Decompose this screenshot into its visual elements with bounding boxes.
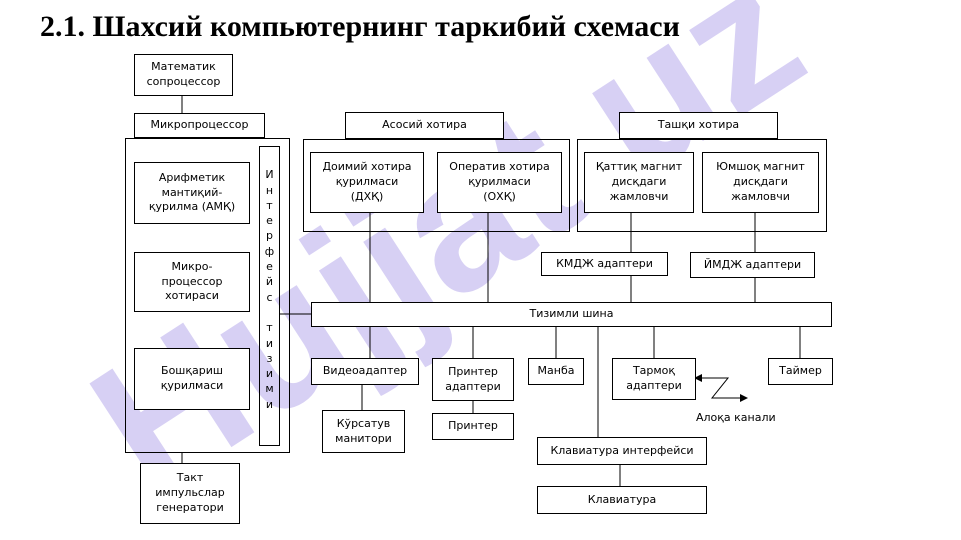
fdd-box: Юмшоқ магнит дисқдаги жамловчи <box>702 152 819 213</box>
power-supply-box: Манба <box>528 358 584 385</box>
hdd-adapter-box: КМДЖ адаптери <box>541 252 668 276</box>
page-title: 2.1. Шахсий компьютернинг таркибий схема… <box>40 10 680 43</box>
monitor-box: Кўрсатув манитори <box>322 410 405 453</box>
interface-bus-label: И н т е р ф е й с т и з и м и <box>264 168 275 411</box>
alu-box: Арифметик мантиқий- қурилма (АМҚ) <box>134 162 250 224</box>
clock-generator-box: Такт импульслар генератори <box>140 463 240 524</box>
system-bus-box: Тизимли шина <box>311 302 832 327</box>
rom-box: Доимий хотира қурилмаси (ДХҚ) <box>310 152 424 213</box>
external-memory-frame <box>577 139 827 232</box>
main-memory-label-box: Асосий хотира <box>345 112 504 139</box>
printer-adapter-box: Принтер адаптери <box>432 358 514 401</box>
keyboard-interface-box: Клавиатура интерфейси <box>537 437 707 465</box>
microprocessor-memory-box: Микро- процессор хотираси <box>134 252 250 312</box>
fdd-adapter-box: ЙМДЖ адаптери <box>690 252 815 278</box>
timer-box: Таймер <box>768 358 833 385</box>
math-coprocessor-box: Математик сопроцессор <box>134 54 233 96</box>
communication-channel-label: Алоқа канали <box>696 411 776 424</box>
video-adapter-box: Видеоадаптер <box>311 358 419 385</box>
microprocessor-frame <box>125 138 290 453</box>
ram-box: Оператив хотира қурилмаси (ОХҚ) <box>437 152 562 213</box>
network-adapter-box: Тармоқ адаптери <box>612 358 696 400</box>
interface-bus-box <box>259 146 280 446</box>
external-memory-label-box: Ташқи хотира <box>619 112 778 139</box>
hdd-box: Қаттиқ магнит дисқдаги жамловчи <box>584 152 694 213</box>
keyboard-box: Клавиатура <box>537 486 707 514</box>
main-memory-frame <box>303 139 570 232</box>
control-unit-box: Бошқариш қурилмаси <box>134 348 250 410</box>
microprocessor-label-box: Микропроцессор <box>134 113 265 138</box>
printer-box: Принтер <box>432 413 514 440</box>
